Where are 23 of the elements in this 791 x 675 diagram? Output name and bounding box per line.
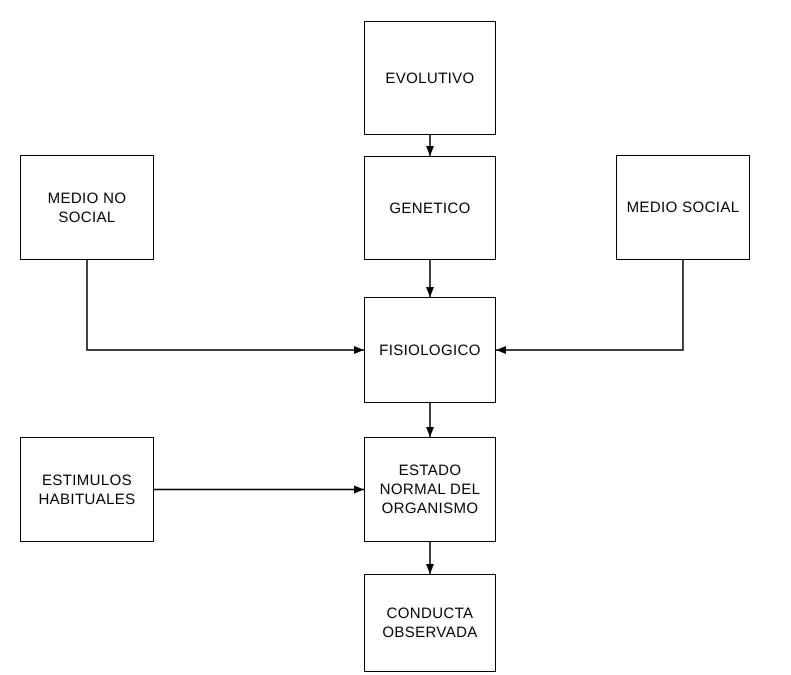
process-box — [364, 574, 496, 672]
box-label: FISIOLOGICO — [379, 340, 481, 360]
arrow — [426, 260, 434, 297]
box-label: CONDUCTA OBSERVADA — [381, 604, 479, 642]
process-box — [20, 155, 154, 260]
arrow — [426, 542, 434, 574]
box-label: MEDIO NO SOCIAL — [46, 188, 128, 226]
arrow — [496, 260, 684, 354]
box-label: GENETICO — [389, 198, 471, 218]
box-label: ESTADO NORMAL DEL ORGANISMO — [378, 461, 482, 518]
box-label: MEDIO SOCIAL — [626, 198, 740, 217]
process-box — [616, 155, 750, 260]
process-box — [364, 297, 496, 403]
box-label: EVOLUTIVO — [385, 68, 475, 88]
process-box — [364, 156, 496, 260]
box-label: ESTIMULOS HABITUALES — [37, 470, 137, 508]
arrow — [426, 135, 434, 156]
process-box — [20, 437, 154, 542]
arrow — [86, 260, 364, 354]
arrow — [154, 486, 364, 494]
process-box — [364, 437, 496, 542]
process-box — [364, 21, 496, 135]
arrow — [426, 403, 434, 437]
